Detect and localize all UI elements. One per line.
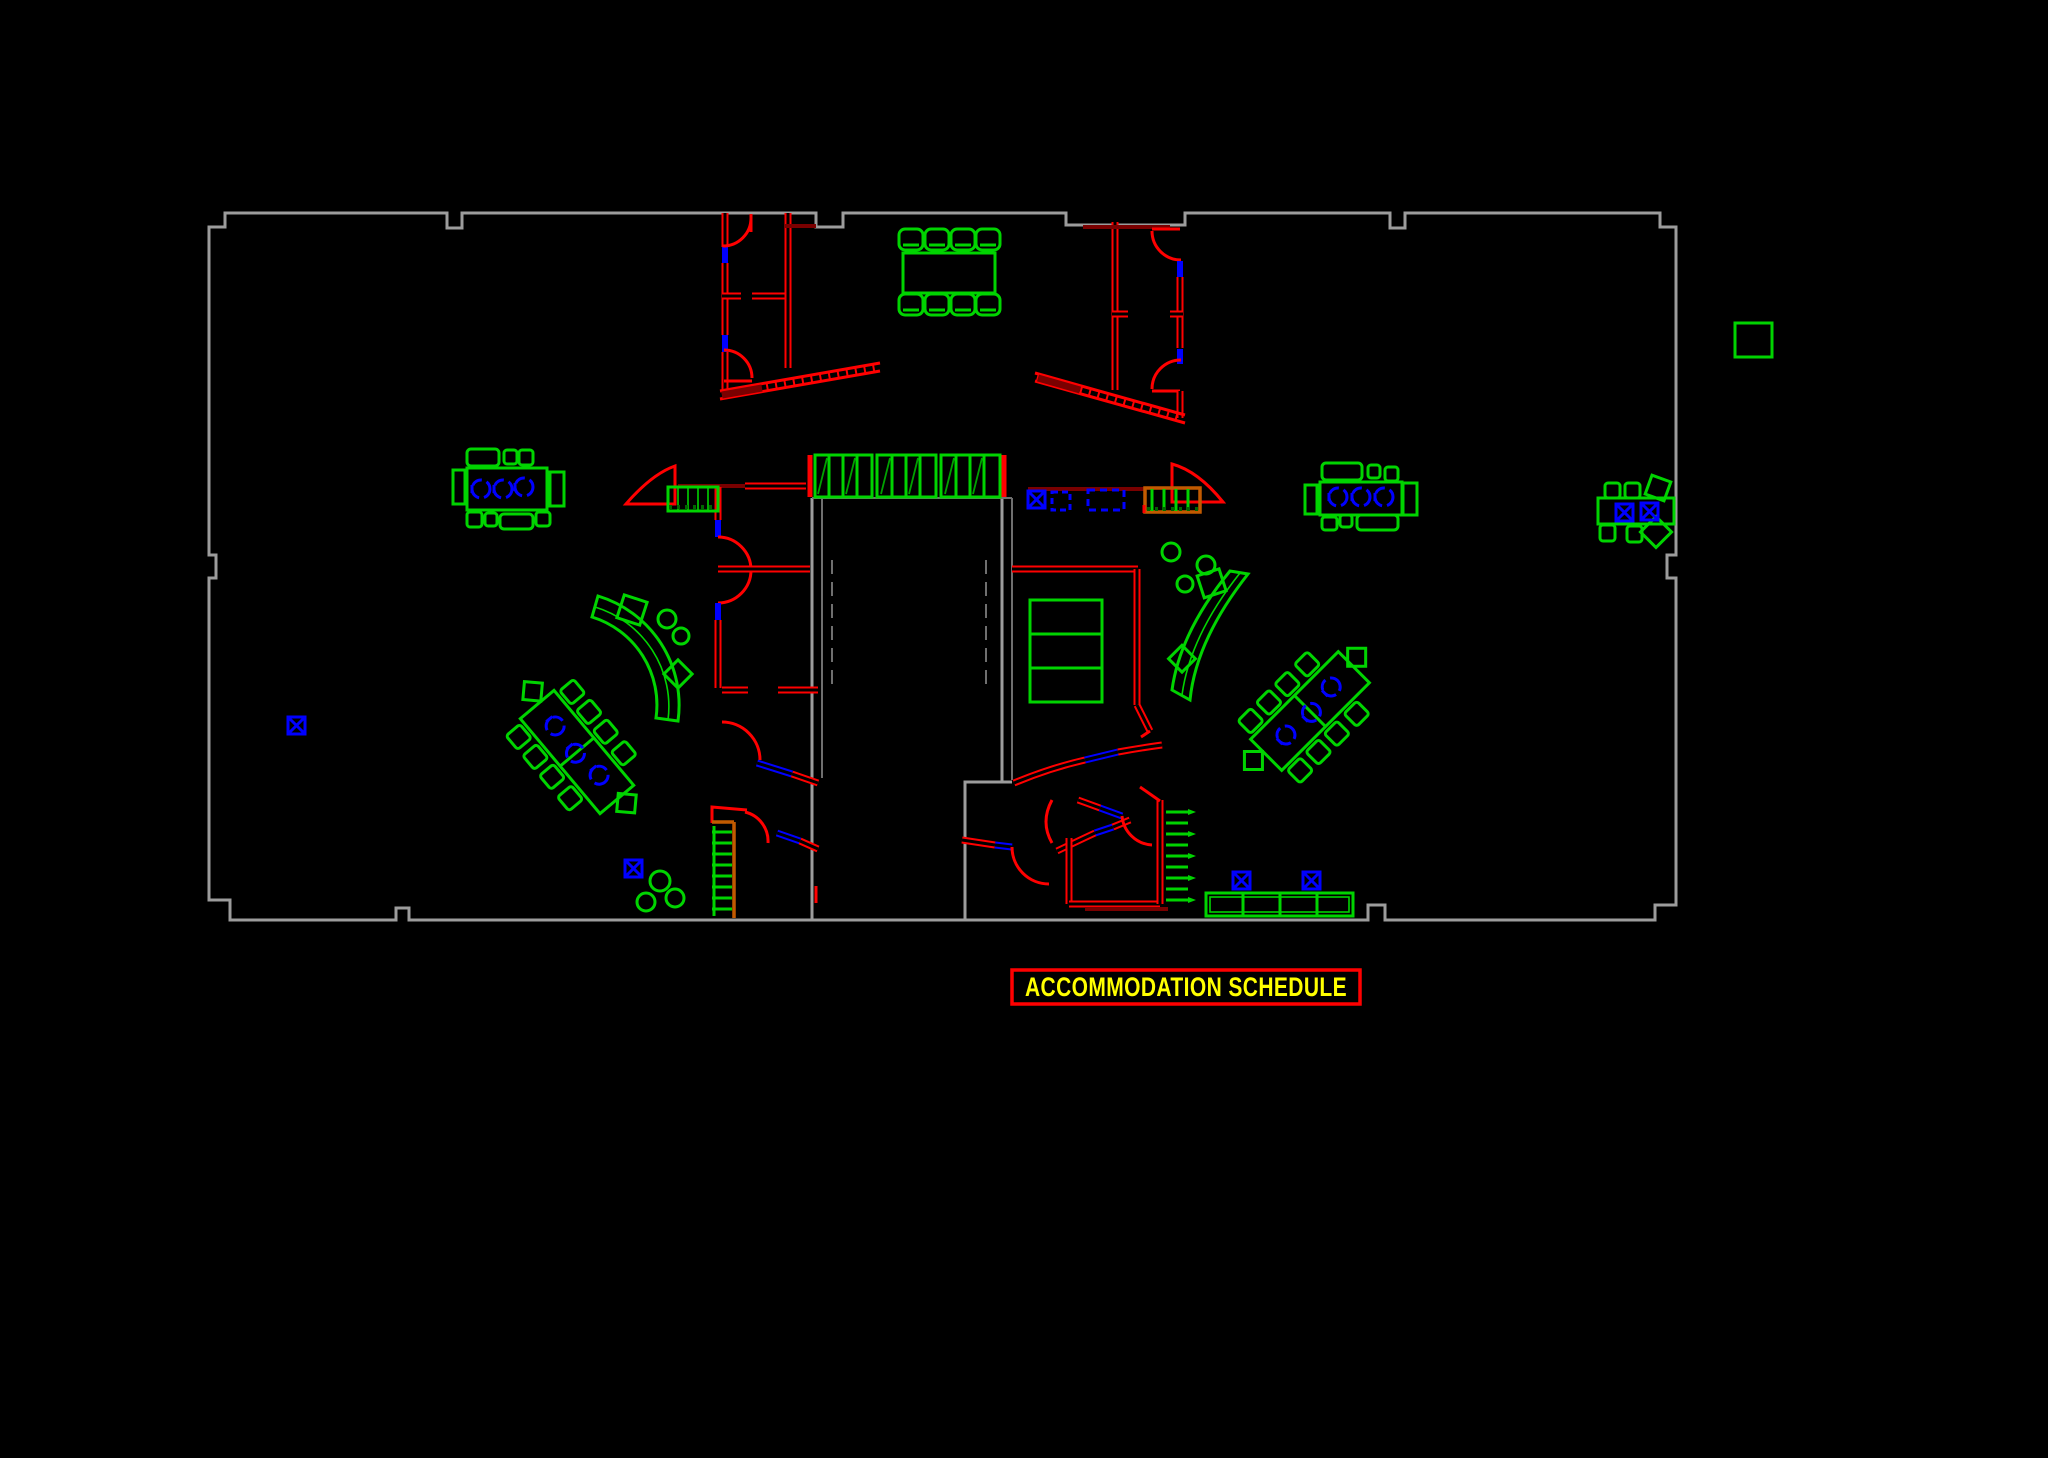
- title-text: ACCOMMODATION SCHEDULE: [1025, 972, 1347, 1002]
- meeting-table-right: [1303, 461, 1419, 532]
- floor-box-left: [286, 715, 307, 736]
- kitchen-counter-blue: [1026, 488, 1126, 512]
- red-fin-left: [622, 463, 677, 506]
- escalator-right-of-core: [1142, 486, 1202, 514]
- curved-reception-desk-left: [590, 592, 695, 723]
- curved-reception-desk-right: [1160, 541, 1251, 703]
- stair-room-bottom-left: [710, 805, 818, 918]
- rooms-bottom-center: [961, 785, 1196, 911]
- accommodation-schedule-title: ACCOMMODATION SCHEDULE: [1010, 968, 1362, 1006]
- conference-table: [897, 227, 1002, 317]
- legend-green-swatch: [1733, 321, 1774, 359]
- floor-box-bottom-left: [623, 858, 644, 879]
- staircase-bottom-right: [1166, 809, 1196, 903]
- meeting-rooms-top-right: [1034, 222, 1186, 425]
- cabinet-row-left: [666, 485, 720, 513]
- stool-circles-bottom-left: [635, 869, 686, 913]
- central-core-walls: [810, 497, 1013, 920]
- meeting-rooms-top-left: [719, 213, 881, 401]
- walls-center-left: [622, 463, 820, 853]
- bench-counter-bottom: [1204, 870, 1355, 918]
- bookshelf-core-right: [1028, 598, 1104, 704]
- desk-cluster-left: [487, 657, 665, 845]
- staircase-left: [712, 826, 732, 916]
- red-fin-right: [1170, 462, 1227, 504]
- hot-desk-table-far-right: [1596, 473, 1676, 550]
- desk-cluster-right: [1217, 621, 1400, 804]
- building-outline: [207, 211, 1678, 922]
- storage-cabinets-core-top: [807, 453, 1007, 499]
- meeting-table-left: [451, 447, 566, 531]
- title-border: [1010, 968, 1362, 1006]
